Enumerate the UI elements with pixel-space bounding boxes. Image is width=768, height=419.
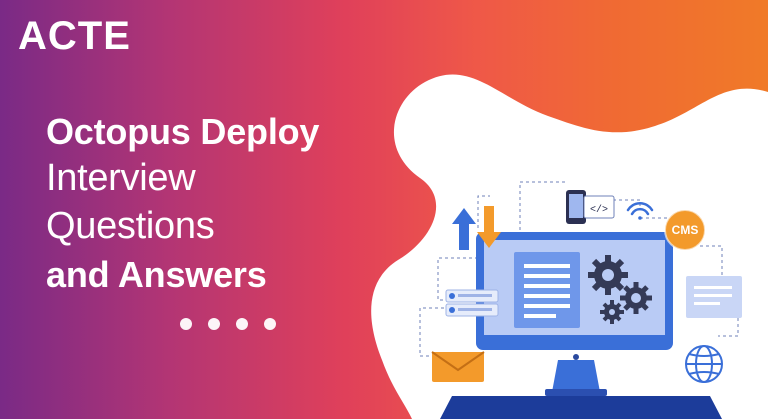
monitor-led xyxy=(573,354,579,360)
upload-arrow-icon xyxy=(452,208,476,250)
monitor-base xyxy=(545,389,607,396)
carousel-dots xyxy=(180,318,276,330)
document-icon xyxy=(514,252,580,328)
globe-icon xyxy=(685,345,723,383)
desk xyxy=(440,396,722,419)
headline-line-3: Questions xyxy=(46,205,215,247)
carousel-dot[interactable] xyxy=(180,318,192,330)
headline-line-2: Interview xyxy=(46,157,196,199)
mail-envelope-icon xyxy=(431,351,485,382)
gear-icon xyxy=(600,300,624,324)
monitor-stand xyxy=(552,360,600,392)
cms-badge-label: CMS xyxy=(672,223,699,237)
gear-icon xyxy=(620,282,652,314)
side-panel-widget xyxy=(686,276,742,318)
gear-icon xyxy=(588,255,628,295)
download-arrow-icon xyxy=(477,206,501,248)
acte-logo[interactable]: ACTE xyxy=(18,14,131,58)
carousel-dot[interactable] xyxy=(236,318,248,330)
carousel-dot[interactable] xyxy=(264,318,276,330)
cms-badge xyxy=(664,209,706,251)
code-icon-text: </> xyxy=(590,204,608,216)
chat-card-widget xyxy=(445,289,499,317)
wifi-icon xyxy=(626,201,654,220)
carousel-dot[interactable] xyxy=(208,318,220,330)
headline-line-1: Octopus Deploy xyxy=(46,111,320,152)
headline: Octopus Deploy Interview Questions and A… xyxy=(46,110,319,300)
mobile-code-icon xyxy=(566,190,615,224)
headline-line-4: and Answers xyxy=(46,254,267,295)
